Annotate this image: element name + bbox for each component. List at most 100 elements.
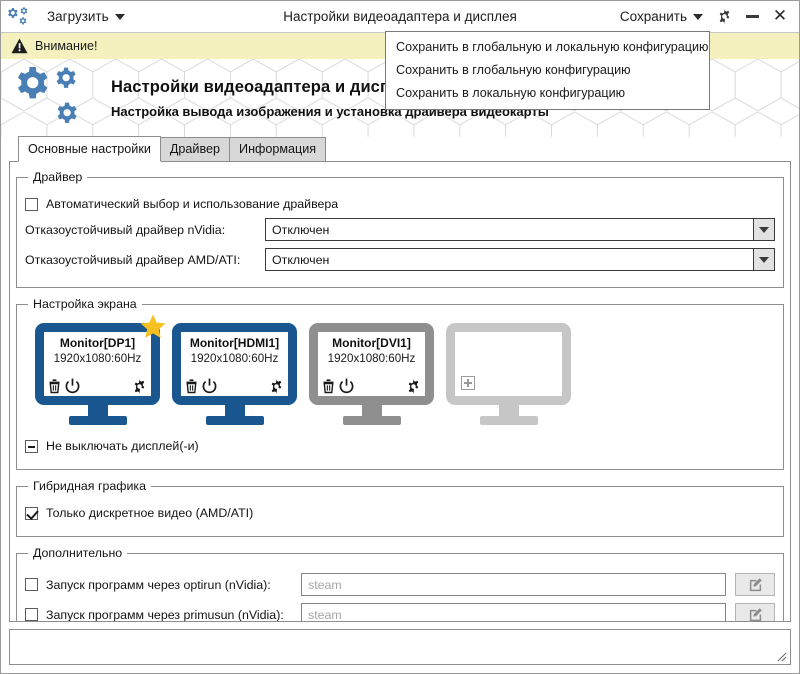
status-bar: [9, 629, 791, 665]
amd-fallback-label: Отказоустойчивый драйвер AMD/ATI:: [25, 252, 241, 267]
hybrid-graphics-legend: Гибридная графика: [33, 479, 146, 493]
main-settings-panel: Драйвер Автоматический выбор и использов…: [9, 161, 791, 622]
nvidia-fallback-select[interactable]: Отключен: [265, 218, 775, 241]
edit-pencil-icon: [749, 608, 762, 621]
amd-fallback-row: Отказоустойчивый драйвер AMD/ATI: Отключ…: [25, 248, 775, 271]
keep-display-on-row: Не выключать дисплей(-и): [25, 439, 775, 453]
menu-item-save-global-local[interactable]: Сохранить в глобальную и локальную конфи…: [396, 40, 709, 54]
load-menu-button[interactable]: Загрузить: [41, 6, 131, 27]
save-menu-label: Сохранить: [619, 9, 687, 24]
auto-driver-label: Автоматический выбор и использование дра…: [46, 197, 339, 211]
primusrun-input[interactable]: steam: [301, 603, 726, 621]
banner-title: Настройки видеоадаптера и дисплея: [111, 77, 420, 96]
power-icon[interactable]: [338, 378, 355, 394]
trash-icon[interactable]: [47, 378, 62, 394]
monitor-base: [68, 416, 127, 425]
monitor-stand: [224, 405, 245, 416]
chevron-down-icon: [753, 219, 774, 240]
edit-pencil-icon: [749, 578, 762, 592]
gear-icon[interactable]: [132, 378, 147, 394]
monitor-tile-add[interactable]: [446, 323, 571, 425]
gear-icon[interactable]: [269, 378, 284, 394]
tab-bar: Основные настройки Драйвер Информация: [1, 136, 799, 162]
gears-logo-icon: [17, 67, 93, 129]
power-icon[interactable]: [201, 378, 218, 394]
discrete-video-row: Только дискретное видео (AMD/ATI): [25, 506, 775, 520]
monitor-name: Monitor[DP1]: [59, 336, 136, 350]
chevron-down-icon: [753, 249, 774, 270]
monitor-base: [342, 416, 401, 425]
title-bar-left: Загрузить: [7, 6, 131, 28]
gears-icon: [7, 6, 33, 28]
nvidia-fallback-value: Отключен: [272, 222, 330, 237]
monitor-screen: Monitor[DP1] 1920x1080:60Hz: [35, 323, 160, 405]
nvidia-fallback-row: Отказоустойчивый драйвер nVidia: Отключе…: [25, 218, 775, 241]
nvidia-fallback-label: Отказоустойчивый драйвер nVidia:: [25, 222, 226, 237]
title-bar-right: Сохранить ✕: [614, 4, 793, 30]
save-dropdown-menu[interactable]: Сохранить в глобальную и локальную конфи…: [385, 31, 710, 110]
auto-driver-checkbox[interactable]: [25, 197, 38, 211]
monitor-tile-dvi1[interactable]: Monitor[DVI1] 1920x1080:60Hz: [309, 323, 434, 425]
close-icon: ✕: [772, 6, 788, 26]
save-menu-button[interactable]: Сохранить: [614, 6, 709, 27]
monitor-tile-dp1[interactable]: Monitor[DP1] 1920x1080:60Hz: [35, 314, 166, 425]
monitor-base: [479, 416, 538, 425]
optirun-edit-button[interactable]: [735, 573, 775, 596]
menu-item-save-local[interactable]: Сохранить в локальную конфигурацию: [396, 86, 626, 100]
hybrid-graphics-group: Гибридная графика Только дискретное виде…: [16, 479, 784, 537]
optirun-input[interactable]: steam: [301, 573, 726, 596]
primusrun-label: Запуск программ через primusun (nVidia):: [46, 607, 284, 622]
amd-fallback-select[interactable]: Отключен: [265, 248, 775, 271]
warning-text: Внимание!: [35, 39, 98, 53]
monitor-tile-hdmi1[interactable]: Monitor[HDMI1] 1920x1080:60Hz: [172, 323, 297, 425]
auto-driver-row: Автоматический выбор и использование дра…: [25, 197, 775, 211]
monitor-base: [205, 416, 264, 425]
monitor-name: Monitor[HDMI1]: [189, 336, 280, 350]
monitor-actions: [184, 378, 284, 394]
settings-button[interactable]: [711, 4, 737, 30]
discrete-video-label: Только дискретное видео (AMD/ATI): [46, 506, 254, 520]
monitor-screen: [446, 323, 571, 405]
screen-group-legend: Настройка экрана: [33, 297, 137, 311]
monitor-screen: Monitor[HDMI1] 1920x1080:60Hz: [172, 323, 297, 405]
amd-fallback-value: Отключен: [272, 252, 330, 267]
monitor-name: Monitor[DVI1]: [332, 336, 411, 350]
menu-item-save-global[interactable]: Сохранить в глобальную конфигурацию: [396, 63, 631, 77]
monitor-stand: [361, 405, 382, 416]
warning-triangle-icon: [11, 38, 28, 54]
keep-display-on-label: Не выключать дисплей(-и): [46, 439, 199, 453]
optirun-row: Запуск программ через optirun (nVidia): …: [25, 573, 775, 596]
monitor-resolution: 1920x1080:60Hz: [53, 352, 142, 365]
optirun-label: Запуск программ через optirun (nVidia):: [46, 577, 271, 592]
primusrun-edit-button[interactable]: [735, 603, 775, 621]
monitor-list: Monitor[DP1] 1920x1080:60Hz: [35, 314, 775, 425]
power-icon[interactable]: [64, 378, 81, 394]
monitor-resolution: 1920x1080:60Hz: [327, 352, 416, 365]
title-bar: Загрузить Настройки видеоадаптера и дисп…: [1, 1, 799, 33]
chevron-down-icon: [114, 13, 125, 20]
gear-icon[interactable]: [406, 378, 421, 394]
driver-group: Драйвер Автоматический выбор и использов…: [16, 170, 784, 288]
monitor-stand: [498, 405, 519, 416]
primusrun-row: Запуск программ через primusun (nVidia):…: [25, 603, 775, 622]
discrete-video-checkbox[interactable]: [25, 506, 38, 520]
close-button[interactable]: ✕: [767, 4, 793, 30]
resize-grip-icon[interactable]: [775, 650, 787, 662]
load-menu-label: Загрузить: [47, 9, 109, 24]
plus-icon[interactable]: [461, 376, 475, 390]
optirun-checkbox[interactable]: [25, 578, 38, 591]
monitor-actions: [321, 378, 421, 394]
keep-display-on-checkbox[interactable]: [25, 439, 38, 453]
monitor-actions: [47, 378, 147, 394]
primusrun-checkbox[interactable]: [25, 608, 38, 621]
monitor-stand: [87, 405, 108, 416]
minimize-button[interactable]: [739, 4, 765, 30]
trash-icon[interactable]: [184, 378, 199, 394]
trash-icon[interactable]: [321, 378, 336, 394]
advanced-group: Дополнительно Запуск программ через opti…: [16, 546, 784, 622]
advanced-group-legend: Дополнительно: [33, 546, 123, 560]
tab-driver[interactable]: Драйвер: [159, 137, 231, 161]
tab-main-settings[interactable]: Основные настройки: [18, 136, 161, 162]
tab-information[interactable]: Информация: [229, 137, 327, 161]
